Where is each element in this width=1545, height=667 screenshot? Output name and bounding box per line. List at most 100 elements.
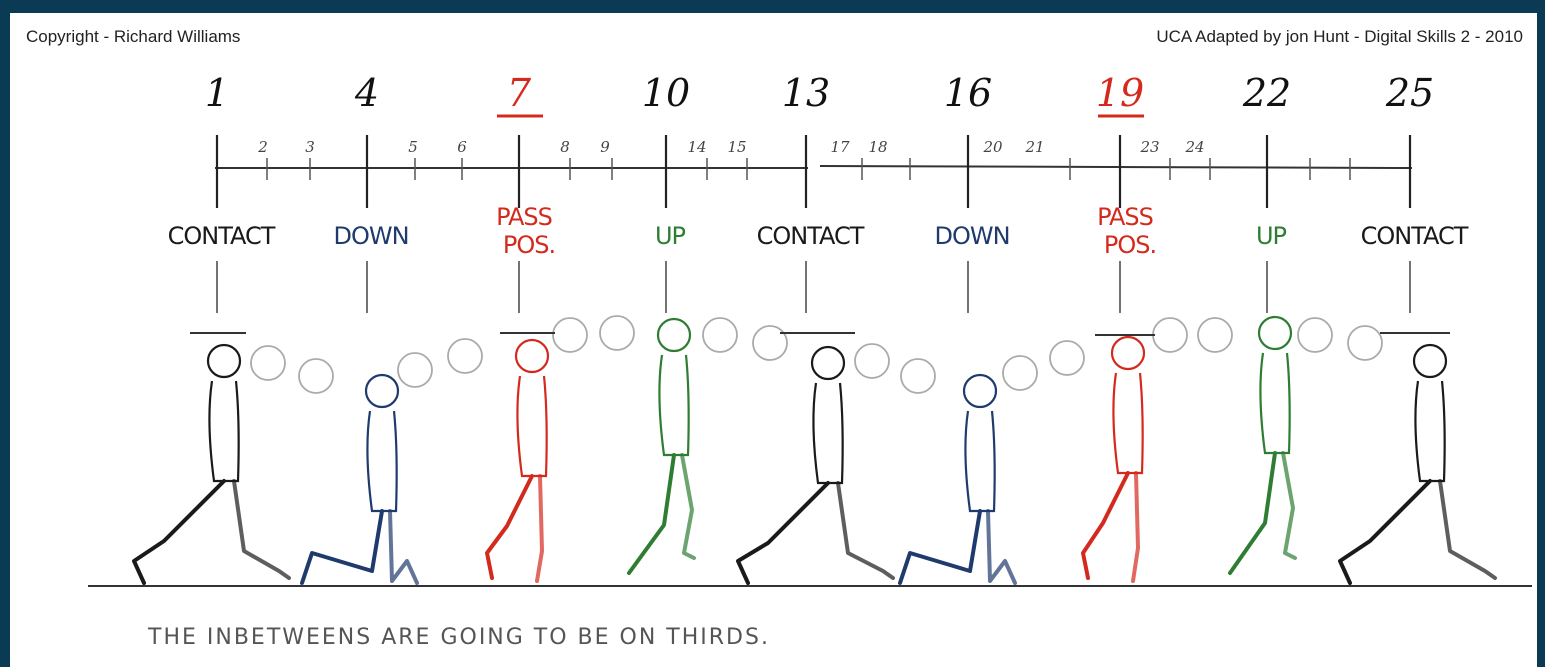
- inbetween-number: 9: [600, 138, 610, 156]
- key-frame-label: POS.: [503, 231, 555, 259]
- inbetween-head: [1003, 356, 1037, 390]
- figure-back-leg: [988, 511, 1015, 583]
- inbetween-head: [753, 326, 787, 360]
- figure-back-leg: [838, 483, 893, 578]
- figure-head: [658, 319, 690, 351]
- key-frame-label: POS.: [1104, 231, 1156, 259]
- figure-back-leg: [390, 511, 417, 583]
- inbetween-number: 18: [868, 138, 887, 156]
- walking-figure: [900, 375, 1015, 583]
- figure-front-leg: [487, 476, 532, 578]
- key-frame-number: 10: [642, 71, 690, 115]
- key-frame-label: CONTACT: [757, 222, 865, 250]
- walking-figure: [487, 340, 548, 581]
- inbetween-head: [251, 346, 285, 380]
- inbetween-head: [855, 344, 889, 378]
- inbetween-head: [1348, 326, 1382, 360]
- inbetween-head: [901, 359, 935, 393]
- walking-figures: [134, 317, 1495, 583]
- key-frame-label: CONTACT: [1361, 222, 1469, 250]
- figure-front-leg: [1083, 473, 1128, 578]
- figure-head: [812, 347, 844, 379]
- inbetween-head: [1298, 318, 1332, 352]
- figure-head: [366, 375, 398, 407]
- figure-torso: [1260, 353, 1289, 453]
- inbetween-head: [1153, 318, 1187, 352]
- inbetween-number: 8: [560, 138, 570, 156]
- key-frame-number: 13: [782, 71, 830, 115]
- key-frame-label: CONTACT: [168, 222, 276, 250]
- inbetween-number: 15: [727, 138, 746, 156]
- inbetween-head: [553, 318, 587, 352]
- timeline-ruler: [215, 158, 1412, 180]
- inbetween-head: [703, 318, 737, 352]
- key-frame-label: PASS: [1097, 203, 1153, 231]
- walking-figure: [302, 375, 417, 583]
- inbetween-head: [600, 316, 634, 350]
- walking-figure: [1083, 337, 1144, 581]
- figure-head: [208, 345, 240, 377]
- diagram-frame: Copyright - Richard Williams UCA Adapted…: [10, 13, 1537, 667]
- key-frame-number: 19: [1096, 71, 1144, 115]
- figure-front-leg: [900, 511, 980, 583]
- key-frame-label: UP: [655, 222, 686, 250]
- inbetween-number: 5: [408, 138, 418, 156]
- figure-torso: [1415, 381, 1444, 481]
- inbetween-head: [398, 353, 432, 387]
- figure-torso: [659, 355, 688, 455]
- figure-back-leg: [1283, 453, 1295, 558]
- caption-text: THE INBETWEENS ARE GOING TO BE ON THIRDS…: [147, 625, 770, 650]
- figure-front-leg: [1230, 453, 1275, 573]
- key-frame-number: 7: [507, 71, 532, 115]
- key-frame-label: PASS: [496, 203, 552, 231]
- figure-torso: [209, 381, 238, 481]
- figure-front-leg: [302, 511, 382, 583]
- key-frame-number: 1: [205, 71, 229, 115]
- figure-torso: [517, 376, 546, 476]
- key-frame-number: 22: [1242, 71, 1291, 115]
- inbetween-number: 24: [1184, 138, 1204, 156]
- walking-figure: [738, 347, 893, 583]
- figure-back-leg: [234, 481, 289, 578]
- inbetween-number: 2: [257, 138, 268, 156]
- figure-head: [1259, 317, 1291, 349]
- walking-figure: [1340, 345, 1495, 583]
- ruler-line-right: [820, 166, 1412, 168]
- figure-back-leg: [537, 476, 542, 581]
- figure-head: [1112, 337, 1144, 369]
- inbetween-number: 14: [687, 138, 706, 156]
- key-frame-number: 16: [944, 71, 992, 115]
- figure-torso: [965, 411, 994, 511]
- figure-torso: [1113, 373, 1142, 473]
- figure-front-leg: [134, 481, 224, 583]
- figure-back-leg: [1133, 473, 1138, 581]
- inbetween-number: 20: [982, 138, 1003, 156]
- figure-back-leg: [1440, 481, 1495, 578]
- figure-torso: [813, 383, 842, 483]
- figure-torso: [367, 411, 396, 511]
- inbetween-number: 21: [1024, 138, 1044, 156]
- key-frame-label: DOWN: [934, 222, 1009, 250]
- figure-back-leg: [682, 455, 694, 558]
- figure-head: [516, 340, 548, 372]
- inbetween-head: [448, 339, 482, 373]
- figure-front-leg: [629, 455, 674, 573]
- figure-front-leg: [1340, 481, 1430, 583]
- inbetween-number: 3: [305, 138, 315, 156]
- figure-head: [1414, 345, 1446, 377]
- walking-figure: [1230, 317, 1295, 573]
- key-frame-number: 4: [354, 71, 379, 115]
- key-frame-number: 25: [1385, 71, 1434, 115]
- key-frame-label: DOWN: [333, 222, 408, 250]
- figure-front-leg: [738, 483, 828, 583]
- inbetween-head: [1198, 318, 1232, 352]
- walk-cycle-diagram: 1CONTACT4DOWN7PASSPOS.10UP13CONTACT16DOW…: [10, 13, 1537, 667]
- inbetween-number: 23: [1139, 138, 1159, 156]
- inbetween-head: [1050, 341, 1084, 375]
- key-frame-label: UP: [1256, 222, 1287, 250]
- walking-figure: [629, 319, 694, 573]
- inbetween-head: [299, 359, 333, 393]
- key-frame-markers: 1CONTACT4DOWN7PASSPOS.10UP13CONTACT16DOW…: [168, 71, 1469, 313]
- inbetween-number: 17: [830, 138, 850, 156]
